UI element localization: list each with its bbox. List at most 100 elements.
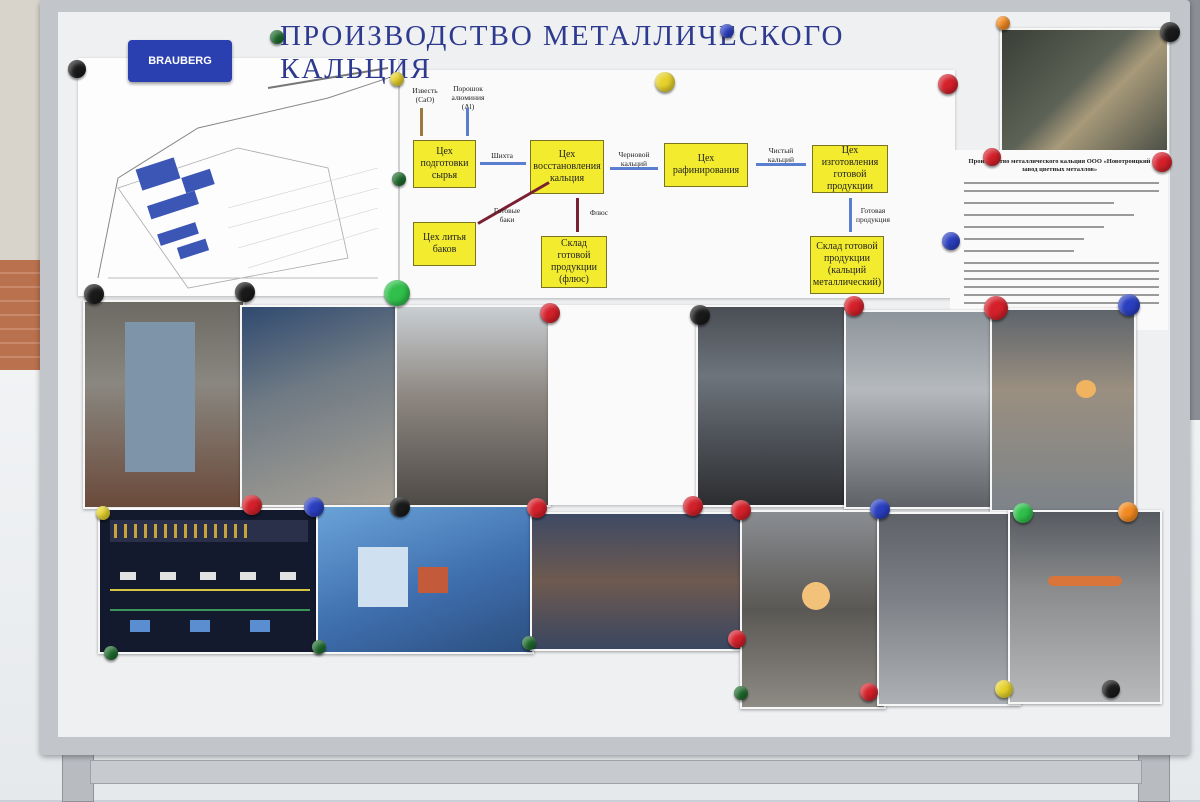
magnet-yellow[interactable] — [96, 506, 110, 520]
magnet-blue[interactable] — [304, 497, 324, 517]
magnet-red[interactable] — [983, 148, 1001, 166]
photo-warehouse-floor — [844, 310, 998, 509]
info-text-line — [964, 278, 1159, 280]
magnet-red[interactable] — [984, 296, 1008, 320]
model-room — [358, 547, 408, 607]
magnet-black[interactable] — [84, 284, 104, 304]
photo-furnace-area — [990, 308, 1136, 512]
arrow-crude-label: Черновой кальций — [618, 150, 650, 168]
info-text-line — [964, 190, 1159, 192]
magnet-red[interactable] — [860, 683, 878, 701]
info-title: Производство металлического кальция ООО … — [968, 158, 1151, 173]
arrow-charge — [480, 162, 526, 165]
photo-3d-plant-model — [316, 505, 534, 654]
magnet-red[interactable] — [731, 500, 751, 520]
magnet-yellow[interactable] — [655, 72, 675, 92]
info-text-line — [964, 286, 1159, 288]
arrow-pure — [756, 163, 806, 166]
blank-sheet — [548, 305, 696, 505]
arrow-finished — [849, 198, 852, 232]
arrow-finished-label: Готовая продукция — [856, 206, 890, 224]
magnet-blue[interactable] — [720, 24, 734, 38]
box-prep: Цех подготовки сырья — [413, 140, 476, 188]
site-plan-sheet — [78, 58, 398, 296]
magnet-green[interactable] — [104, 646, 118, 660]
box-warehouse-calcium: Склад готовой продукции (кальций металли… — [810, 236, 884, 294]
photo-crusher-machine — [83, 300, 245, 509]
magnet-green-large[interactable] — [384, 280, 410, 306]
furnace-glow — [1076, 380, 1096, 398]
magnet-red[interactable] — [844, 296, 864, 316]
magnet-green[interactable] — [270, 30, 284, 44]
magnet-black[interactable] — [1102, 680, 1120, 698]
arrow-pure-label: Чистый кальций — [767, 146, 795, 164]
info-text-line — [964, 250, 1074, 252]
photo-workers-furnace — [740, 510, 886, 709]
photo-pipes-workshop — [1008, 510, 1162, 704]
photo-calcium-samples — [1000, 28, 1169, 154]
machine-shape — [125, 322, 195, 472]
furnace-glow — [802, 582, 830, 610]
arrow-aluminium — [466, 108, 469, 136]
magnet-red[interactable] — [1152, 152, 1172, 172]
info-text-line — [964, 238, 1084, 240]
magnet-yellow[interactable] — [995, 680, 1013, 698]
marker-tray — [90, 760, 1142, 784]
magnet-red[interactable] — [728, 630, 746, 648]
scada-diagram — [110, 520, 310, 632]
magnet-blue[interactable] — [942, 232, 960, 250]
magnet-green[interactable] — [522, 636, 536, 650]
magnet-green[interactable] — [312, 640, 326, 654]
model-red-block — [418, 567, 448, 593]
info-text-line — [964, 214, 1134, 216]
input-lime-label: Известь (CaO) — [412, 86, 438, 104]
magnet-red[interactable] — [242, 495, 262, 515]
site-plan-drawing — [78, 58, 398, 296]
brauberg-label: BRAUBERG — [148, 55, 212, 67]
magnet-green[interactable] — [734, 686, 748, 700]
magnet-black[interactable] — [235, 282, 255, 302]
magnet-blue[interactable] — [870, 499, 890, 519]
info-text-line — [964, 294, 1159, 296]
arrow-tanks-label: Готовые баки — [493, 206, 521, 224]
magnet-black[interactable] — [690, 305, 710, 325]
magnet-red[interactable] — [938, 74, 958, 94]
box-casting: Цех литья баков — [413, 222, 476, 266]
magnet-black[interactable] — [390, 497, 410, 517]
arrow-lime — [420, 108, 423, 136]
info-text-line — [964, 302, 1159, 304]
photo-reduction-furnaces — [530, 512, 742, 651]
photo-conveyor-line — [240, 305, 402, 507]
box-finishing: Цех изготовления готовой продукции — [812, 145, 888, 193]
magnet-black[interactable] — [1160, 22, 1180, 42]
magnet-red[interactable] — [540, 303, 560, 323]
photo-rolling-hall — [877, 512, 1021, 706]
info-text-line — [964, 226, 1104, 228]
info-text-line — [964, 202, 1114, 204]
magnet-green[interactable] — [392, 172, 406, 186]
arrow-flux-label: Флюс — [589, 208, 609, 217]
photo-workshop-hall — [696, 305, 848, 507]
magnet-red[interactable] — [527, 498, 547, 518]
box-refining: Цех рафинирования — [664, 143, 748, 187]
photo-control-screen — [98, 508, 320, 654]
arrow-charge-label: Шихта — [491, 151, 513, 160]
page-title: ПРОИЗВОДСТВО МЕТАЛЛИЧЕСКОГО КАЛЬЦИЯ — [280, 20, 845, 85]
arrow-flux — [576, 198, 579, 232]
magnet-yellow[interactable] — [390, 72, 404, 86]
magnet-black[interactable] — [68, 60, 86, 78]
info-text-line — [964, 182, 1159, 184]
hot-pipe — [1048, 576, 1122, 586]
info-text-line — [964, 270, 1159, 272]
magnet-red[interactable] — [683, 496, 703, 516]
magnet-orange[interactable] — [996, 16, 1010, 30]
brauberg-eraser[interactable]: BRAUBERG — [128, 40, 232, 82]
magnet-orange[interactable] — [1118, 502, 1138, 522]
box-warehouse-flux: Склад готовой продукции (флюс) — [541, 236, 607, 288]
photo-loader-tanks — [395, 305, 551, 507]
info-text-line — [964, 262, 1159, 264]
arrow-crude — [610, 167, 658, 170]
magnet-green[interactable] — [1013, 503, 1033, 523]
magnet-blue[interactable] — [1118, 294, 1140, 316]
input-aluminium-label: Порошок алюминия (Al) — [451, 84, 485, 111]
